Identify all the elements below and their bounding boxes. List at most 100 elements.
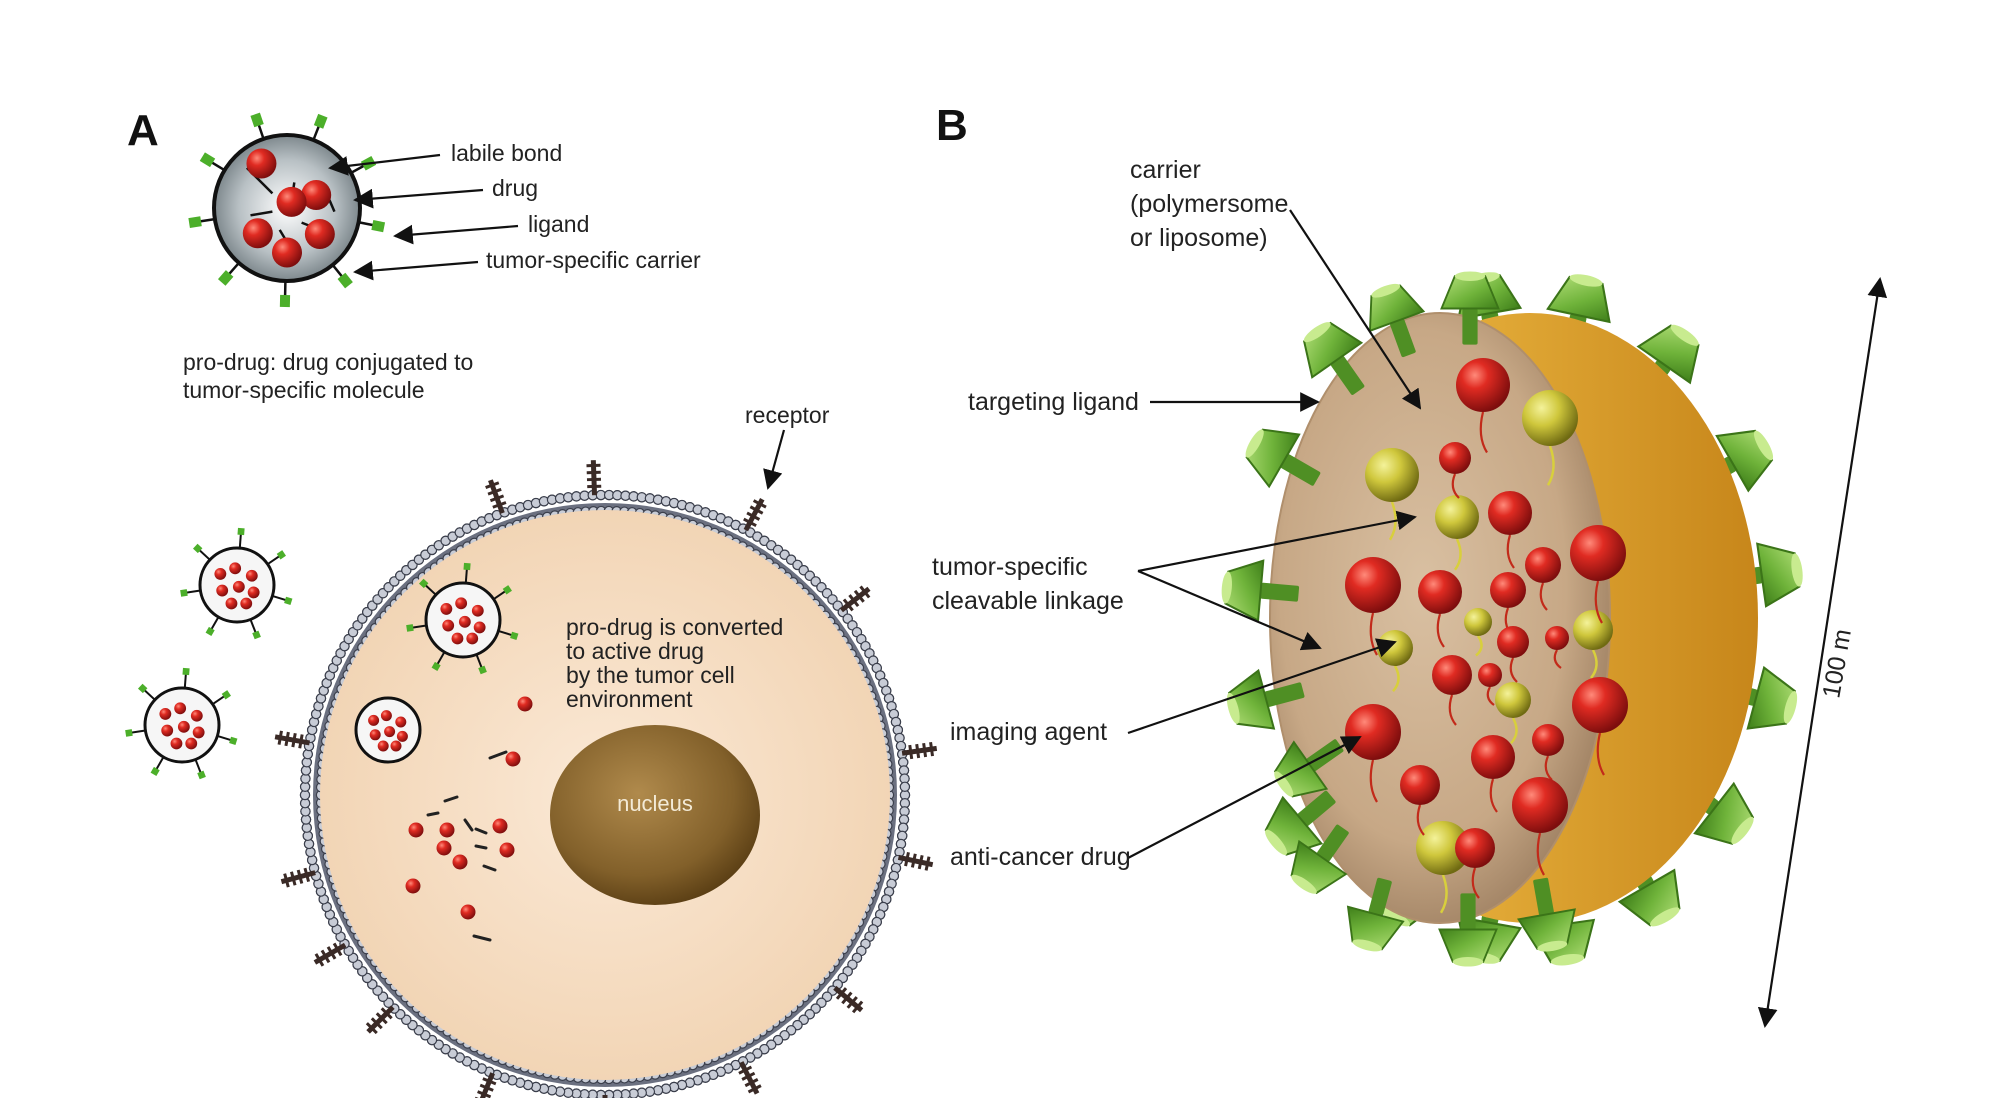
panel-b-label-arrows — [1127, 209, 1888, 1028]
drug-molecule — [216, 584, 229, 597]
panel-b-letter: B — [936, 101, 968, 150]
scale-bar — [1757, 277, 1888, 1028]
drug-molecule — [174, 702, 187, 715]
nanocarrier-illustration — [1221, 271, 1803, 967]
conversion-line3: by the tumor cell — [566, 662, 735, 688]
ligand-icon — [313, 113, 328, 129]
receptor-icon — [485, 479, 507, 514]
drug-molecule — [499, 842, 515, 858]
ligand-icon — [199, 152, 216, 168]
drug-molecule — [272, 237, 302, 268]
receptor-arrow — [763, 429, 786, 490]
label-imaging-agent: imaging agent — [950, 718, 1107, 746]
drug-molecule — [439, 822, 455, 838]
ligand-icon — [279, 294, 291, 308]
imaging-agent-molecule — [1573, 610, 1613, 650]
drug-molecule — [240, 597, 253, 610]
ligand-icon — [371, 220, 386, 233]
panel-a-label-arrows — [328, 153, 519, 281]
nucleus-label: nucleus — [617, 791, 693, 816]
receptor-icon — [365, 1005, 395, 1035]
drug-molecule — [458, 615, 471, 628]
imaging-agent-molecule — [1522, 390, 1578, 446]
conversion-line2: to active drug — [566, 638, 704, 664]
conversion-text: pro-drug is converted to active drug by … — [566, 614, 783, 712]
anticancer-drug-molecule — [1400, 765, 1440, 805]
drug-molecule — [460, 904, 476, 920]
prodrug-caption-line2: tumor-specific molecule — [183, 377, 425, 403]
drug-molecule — [442, 619, 455, 632]
label-receptor: receptor — [745, 402, 830, 428]
drug-molecule — [369, 729, 381, 741]
anticancer-drug-molecule — [1512, 777, 1568, 833]
prodrug-particle — [406, 562, 519, 675]
anticancer-drug-molecule — [1418, 570, 1462, 614]
drug-molecule — [170, 737, 183, 750]
imaging-agent-molecule — [1377, 630, 1413, 666]
drug-molecule — [190, 709, 203, 722]
receptor-icon — [897, 852, 934, 871]
targeting-ligand-icon — [1438, 893, 1498, 967]
drug-molecule — [408, 822, 424, 838]
drug-molecule — [390, 740, 402, 752]
drug-molecule — [301, 179, 332, 210]
label-linkage-line2: cleavable linkage — [932, 587, 1124, 615]
label-anti-cancer-drug: anti-cancer drug — [950, 843, 1131, 871]
prodrug-caption-line1: pro-drug: drug conjugated to — [183, 349, 473, 375]
drug-molecule — [192, 726, 205, 739]
drug-molecule — [229, 562, 242, 575]
targeting-ligand-icon — [1221, 559, 1300, 623]
prodrug-particle — [125, 667, 238, 780]
anticancer-drug-molecule — [1345, 557, 1401, 613]
drug-molecule — [377, 740, 389, 752]
anticancer-drug-molecule — [1456, 358, 1510, 412]
nucleus — [550, 725, 760, 905]
drug-molecule — [395, 716, 407, 728]
drug-molecule — [225, 597, 238, 610]
drug-molecule — [380, 710, 392, 722]
imaging-agent-molecule — [1464, 608, 1492, 636]
targeting-ligand-icon — [1290, 824, 1349, 895]
scale-label: 100 m — [1817, 627, 1857, 700]
receptor-icon — [586, 460, 602, 496]
panel-a-letter: A — [127, 106, 159, 155]
drug-molecule — [247, 586, 260, 599]
targeting-ligand-icon — [1226, 668, 1305, 730]
released-drug-molecules — [405, 696, 533, 942]
drug-molecule — [471, 604, 484, 617]
label-tumor-specific-carrier: tumor-specific carrier — [486, 247, 701, 273]
label-targeting-ligand: targeting ligand — [968, 388, 1139, 416]
prodrug-particle — [180, 527, 293, 640]
targeting-ligand-icon — [1346, 877, 1405, 952]
tumor-cell: nucleus — [274, 460, 938, 1098]
conversion-line4: environment — [566, 686, 693, 712]
targeting-ligand-icon — [1368, 283, 1426, 358]
receptor-icon — [833, 985, 864, 1014]
ligand-icon — [217, 270, 234, 286]
prodrug-carrier-illustration — [188, 112, 386, 308]
anticancer-drug-molecule — [1488, 491, 1532, 535]
label-carrier-line3: or liposome) — [1130, 224, 1268, 252]
anticancer-drug-molecule — [1570, 525, 1626, 581]
receptor-icon — [274, 730, 310, 749]
targeting-ligand-icon — [1440, 271, 1500, 345]
imaging-agent-molecule — [1495, 682, 1531, 718]
label-labile-bond: labile bond — [451, 140, 562, 166]
drug-molecule — [304, 219, 335, 250]
anticancer-drug-molecule — [1490, 572, 1526, 608]
receptor-icon — [839, 585, 871, 613]
anticancer-drug-molecule — [1345, 704, 1401, 760]
drug-molecule — [492, 818, 508, 834]
ligand-icon — [337, 272, 353, 289]
membrane-receptors — [274, 460, 938, 1098]
drug-molecule — [440, 602, 453, 615]
drug-molecule — [452, 854, 468, 870]
label-ligand: ligand — [528, 211, 589, 237]
drug-molecule — [242, 218, 273, 249]
anticancer-drug-molecule — [1471, 735, 1515, 779]
drug-molecule — [246, 148, 277, 179]
drug-molecule — [161, 724, 174, 737]
anticancer-drug-molecule — [1545, 626, 1569, 650]
anticancer-drug-molecule — [1525, 547, 1561, 583]
